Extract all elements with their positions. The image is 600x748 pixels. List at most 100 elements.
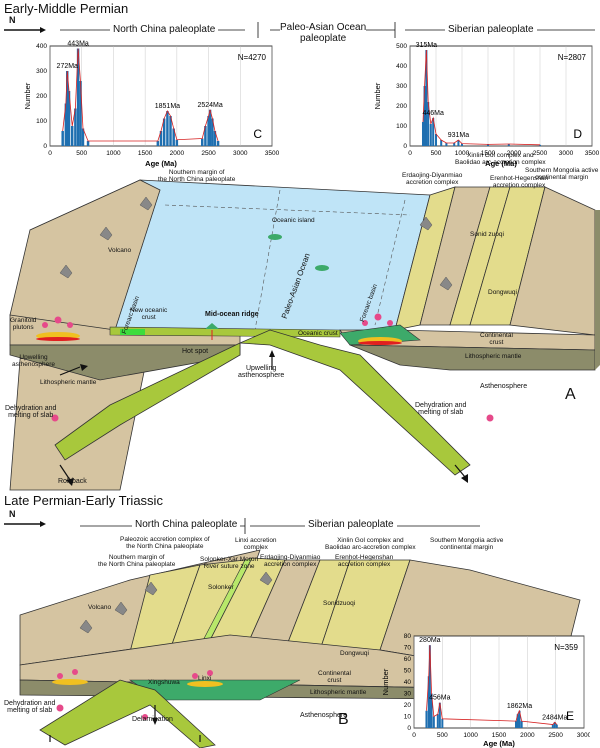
north-arrow-label-b: N [9, 509, 16, 519]
histogram-bar [538, 144, 542, 146]
histogram-bar [553, 722, 556, 728]
y-axis-label: Number [23, 82, 32, 109]
plot-frame [409, 45, 593, 147]
histogram-bar [453, 143, 456, 146]
label-lithospheric-mantle-left: Lithospheric mantle [40, 379, 97, 386]
label-erenhot-b: Erenhot-Hegenshan accretion complex [335, 554, 394, 568]
y-axis-label: Number [373, 82, 382, 109]
label-asthenosphere-b: Asthenosphere [300, 712, 348, 719]
x-tick-label: 1000 [455, 150, 470, 157]
histogram-bar [457, 140, 460, 146]
label-granitoid-plutons: Granitoid plutons [10, 317, 37, 331]
y-tick-label: 200 [396, 103, 407, 110]
label-southern-mongolia-b: Southern Mongolia active continental mar… [430, 537, 504, 551]
header-lines-b [80, 518, 480, 534]
label-upwelling-2: Upwelling asthenosphere [238, 365, 285, 380]
y-tick-label: 300 [36, 68, 47, 75]
label-sonidzuoqi: Sonidzuoqi [323, 600, 356, 607]
histogram-bar [66, 71, 69, 146]
label-asthenosphere-a: Asthenosphere [480, 383, 528, 390]
histogram-bar [427, 676, 430, 728]
label-erdaojing-a: Erdaojing-Diyanmiao accretion complex [402, 172, 463, 186]
label-northern-margin-a: Nouthern margin of the North China paleo… [158, 169, 236, 183]
x-tick-label: 500 [437, 732, 448, 739]
label-mid-ocean-ridge: Mid-ocean ridge [205, 311, 259, 318]
y-tick-label: 80 [404, 633, 412, 640]
label-oceanic-island: Oceanic island [272, 217, 315, 224]
histogram-bar [61, 131, 64, 146]
north-arrow-label-a: N [9, 15, 16, 25]
histogram-bar [430, 693, 433, 728]
histogram-bar [166, 111, 169, 146]
peak-label: 446Ma [422, 110, 444, 117]
x-tick-label: 2000 [507, 150, 522, 157]
y-axis-label: Number [381, 668, 390, 695]
density-curve [62, 48, 219, 142]
label-lithospheric-mantle-right: Lithospheric mantle [465, 353, 522, 360]
label-erenhot-a: Erenhot-Hegenshan accretion complex [490, 175, 549, 189]
label-solonker-suture: Solonker-Xar Moron River suture zone [200, 556, 259, 570]
histogram-bar [432, 118, 435, 146]
x-tick-label: 1500 [481, 150, 496, 157]
histogram-bar [172, 128, 175, 146]
block-diagram-a [9, 179, 600, 491]
label-linxi-complex: Linxi accretion complex [235, 537, 277, 551]
x-tick-label: 2500 [548, 732, 563, 739]
x-tick-label: 1000 [106, 150, 121, 157]
label-new-oceanic-crust: New oceanic crust [130, 307, 168, 321]
label-continental-crust-b: Continental crust [318, 670, 351, 684]
panel-letter: D [573, 127, 582, 141]
histogram-bar [207, 116, 210, 146]
label-erdaojing-b: Erdaojing-Diyanmiao accretion complex [260, 554, 321, 568]
label-volcano-a: Volcano [108, 247, 132, 254]
histogram-bar [515, 721, 517, 728]
header-siberian-a: Siberian paleoplate [445, 24, 537, 36]
histogram-bar [520, 721, 523, 728]
histogram-bar [486, 144, 490, 146]
histogram-bar [507, 144, 510, 146]
histogram-bar [425, 50, 428, 146]
x-tick-label: 3000 [559, 150, 574, 157]
label-southern-mongolia-a: Southern Mongolia active continental mar… [525, 167, 599, 181]
block-diagram-b [19, 549, 581, 748]
panel-letter-b: B [338, 711, 349, 728]
header-siberian-b: Siberian paleoplate [305, 519, 397, 531]
peak-label: 443Ma [67, 41, 89, 48]
label-dongwuqi-b: Dongwuqi [340, 650, 369, 657]
histogram-bar [428, 645, 431, 728]
label-dongwuqi-a: Dongwuqi [488, 289, 517, 296]
label-sonid-zuoqi: Sonid zuoqi [470, 231, 504, 238]
label-xingshuwa: Xingshuwa [148, 679, 180, 686]
y-tick-label: 0 [407, 725, 411, 732]
peak-label: 2484Ma [542, 714, 567, 721]
label-hot-spot: Hot spot [182, 348, 209, 355]
peak-label: 1851Ma [155, 103, 180, 110]
histogram-bar [445, 143, 448, 146]
label-dehydration-b: Dehydration and melting of slab [4, 700, 56, 715]
histogram-bar [162, 118, 166, 146]
header-north-china-b: North China paleoplate [132, 519, 241, 531]
histogram-bar [169, 116, 172, 146]
density-curve [426, 645, 558, 725]
y-tick-label: 10 [404, 714, 412, 721]
histogram-bar [200, 138, 204, 146]
x-tick-label: 3500 [585, 150, 600, 157]
x-tick-label: 2500 [533, 150, 548, 157]
header-paleo-asian: Paleo-Asian Ocean paleoplate [280, 22, 367, 44]
n-label: N=2807 [558, 53, 587, 62]
histogram-bar [211, 118, 214, 146]
plot-frame [49, 45, 273, 147]
north-arrow-icon-b [4, 521, 46, 527]
label-linxi: Linxi [198, 675, 212, 682]
histogram-bar [74, 108, 77, 146]
y-tick-label: 30 [404, 691, 412, 698]
histogram-bar [434, 134, 438, 146]
panel-letter: E [566, 709, 574, 723]
label-paleozoic-b: Paleozoic accretion complex of the North… [120, 536, 210, 550]
x-tick-label: 3000 [233, 150, 248, 157]
histogram-bar [421, 122, 425, 146]
label-roll-back: Roll back [58, 478, 87, 485]
x-tick-label: 2000 [520, 732, 535, 739]
